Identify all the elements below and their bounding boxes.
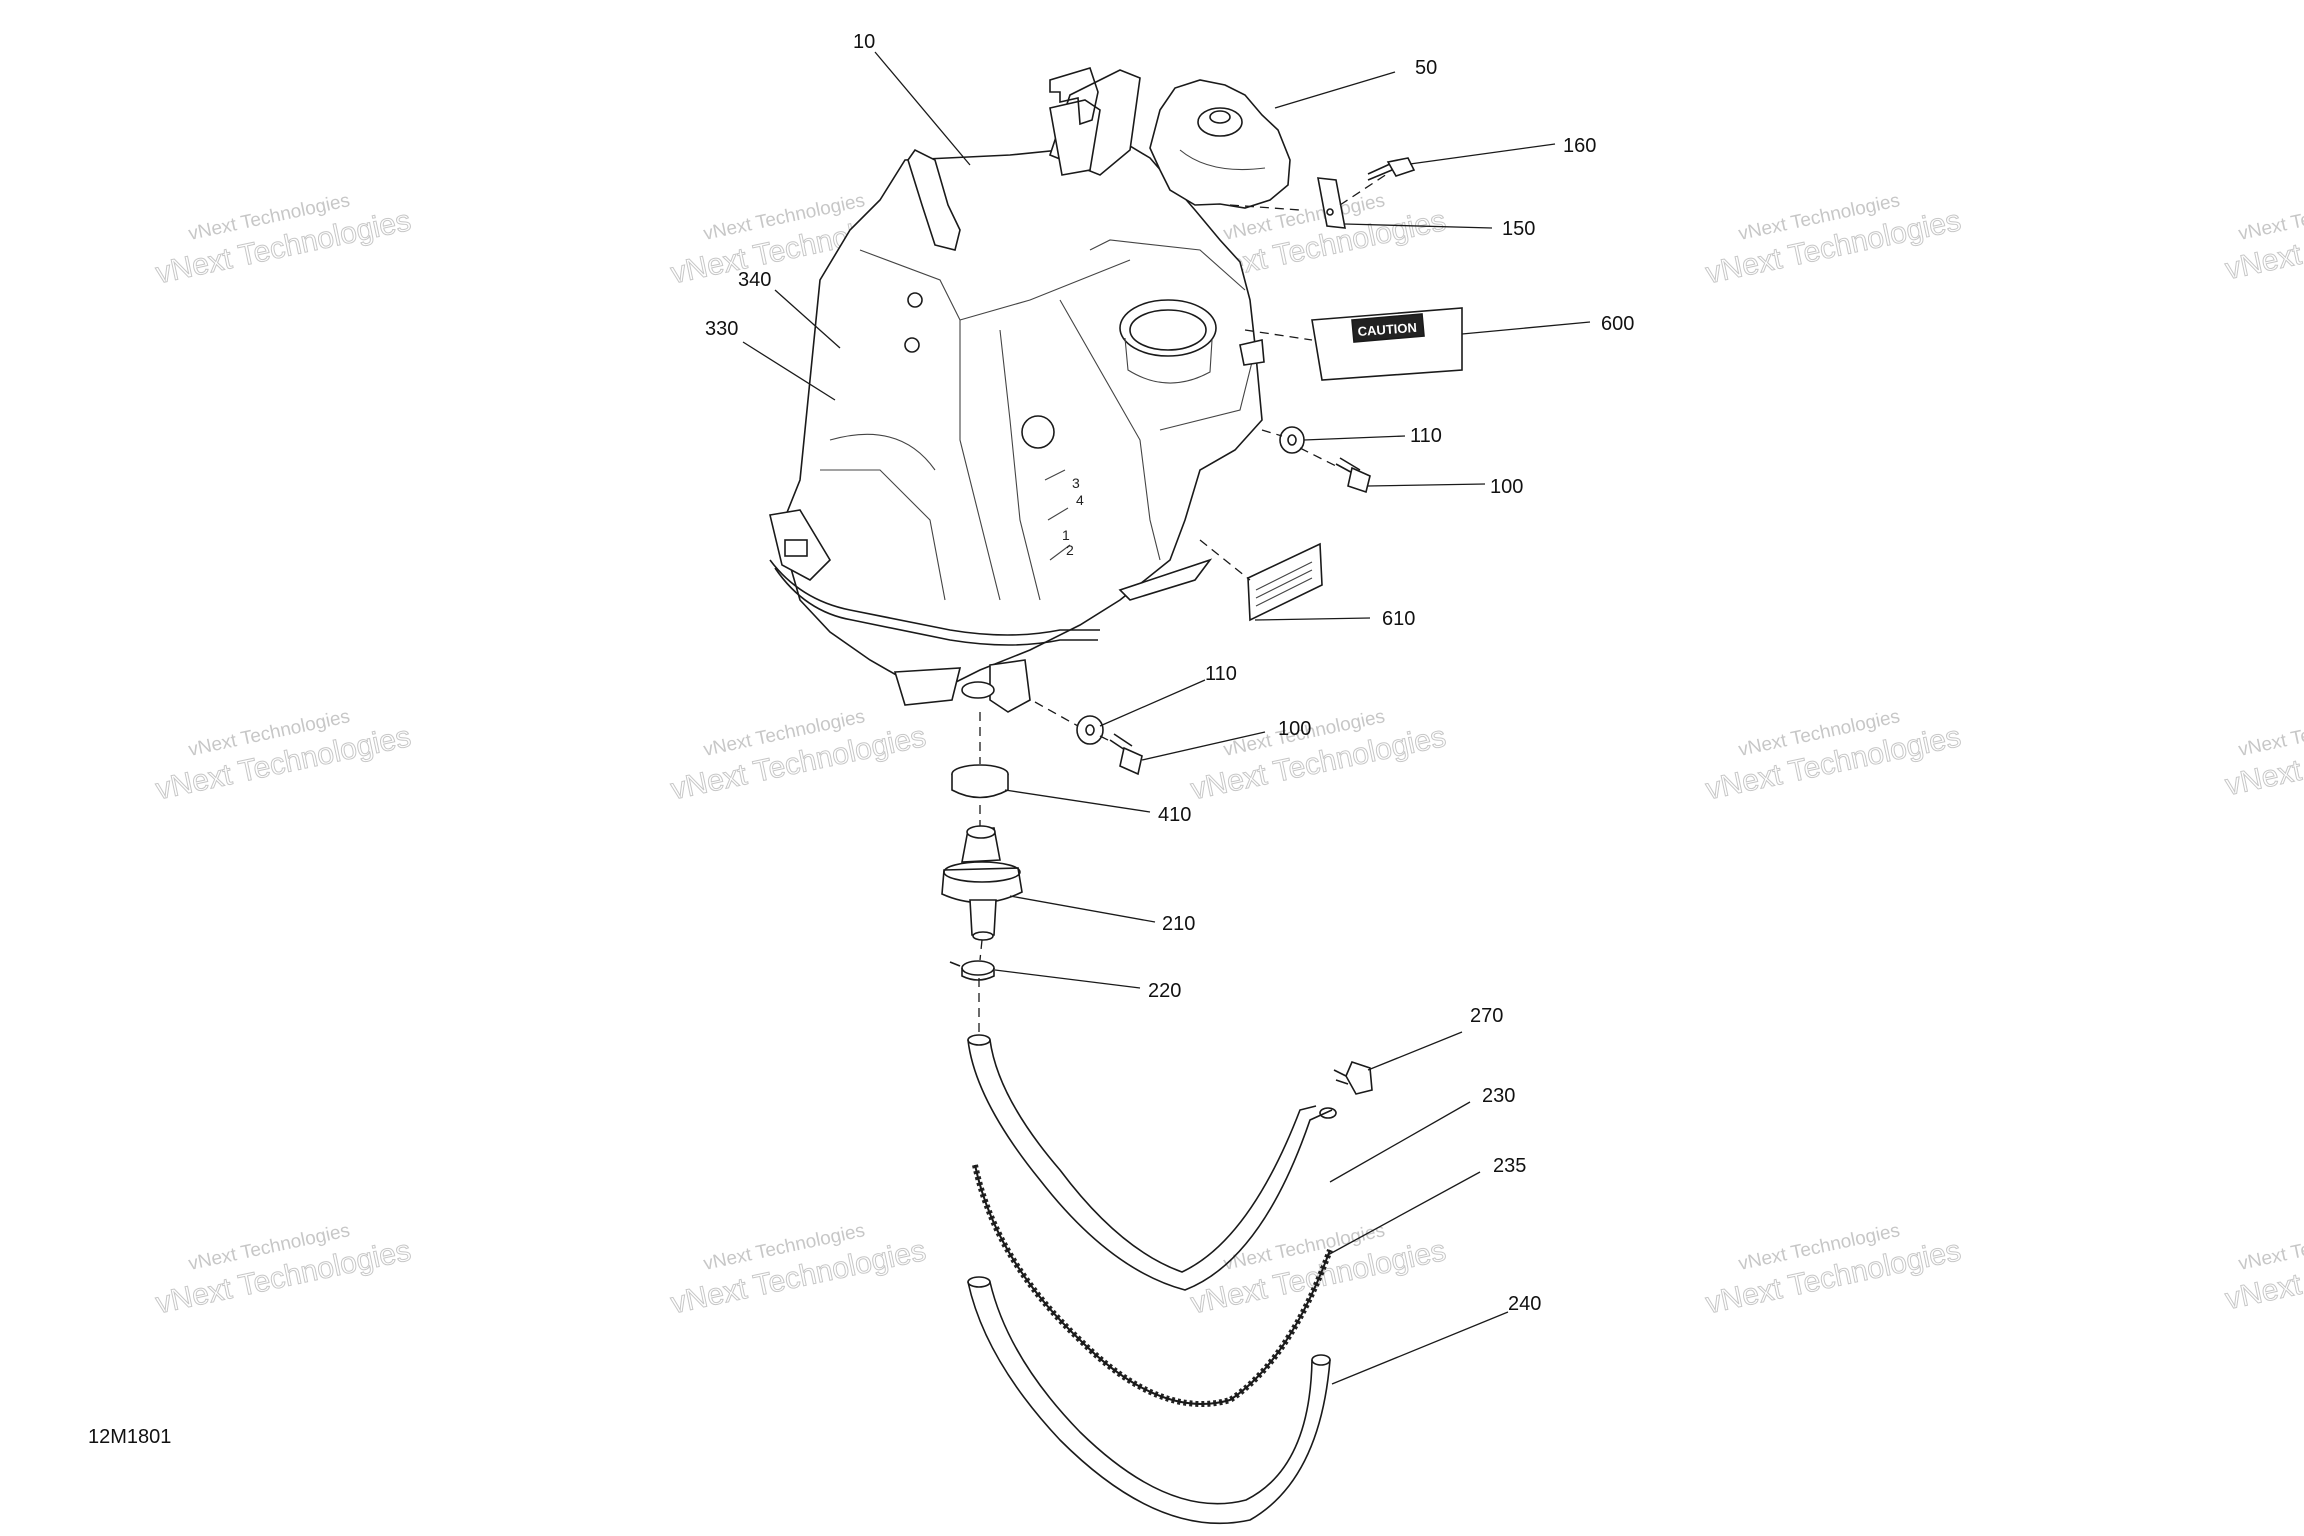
clip-nut-150 bbox=[1317, 177, 1346, 229]
callout-150: 150 bbox=[1502, 218, 1535, 240]
watermark: vNext Technologies vNext Technologies bbox=[1187, 1220, 1449, 1321]
level-mark-text: 3 bbox=[1072, 475, 1080, 491]
callout-110-lower: 110 bbox=[1205, 663, 1237, 685]
callout-235: 235 bbox=[1493, 1155, 1526, 1177]
washer-110-upper bbox=[1279, 426, 1305, 454]
drawing-code: 12M1801 bbox=[88, 1426, 172, 1448]
screw-100-lower bbox=[1109, 733, 1143, 776]
watermark: vNext Technologies vNext Technologies bbox=[1702, 706, 1964, 807]
valve-fitting-210 bbox=[941, 825, 1023, 941]
callout-240: 240 bbox=[1508, 1293, 1541, 1315]
watermark: vNext Technologies vNext Technologies bbox=[2222, 706, 2304, 803]
watermark: vNext Technologies vNext Technologies bbox=[1187, 706, 1449, 807]
watermark: vNext Technologies vNext Technologies bbox=[667, 706, 929, 807]
callout-100-lower: 100 bbox=[1278, 718, 1311, 740]
washer-110-lower bbox=[1076, 715, 1104, 745]
watermark-small-text: vNext Technologies bbox=[2237, 706, 2304, 761]
callout-160: 160 bbox=[1563, 135, 1596, 157]
callout-610: 610 bbox=[1382, 608, 1415, 630]
callout-230: 230 bbox=[1482, 1085, 1515, 1107]
spring-235 bbox=[972, 1164, 1333, 1407]
callout-340: 340 bbox=[738, 269, 771, 291]
callout-270: 270 bbox=[1470, 1005, 1503, 1027]
screw-100-upper bbox=[1335, 457, 1371, 494]
small-clamp-220 bbox=[949, 960, 995, 981]
screw-160 bbox=[1367, 157, 1416, 181]
hose-230 bbox=[967, 1034, 1337, 1291]
caution-label-600: CAUTION bbox=[1311, 307, 1463, 381]
clamp-410 bbox=[951, 764, 1009, 799]
callout-210: 210 bbox=[1162, 913, 1195, 935]
clamp-270 bbox=[1333, 1061, 1373, 1095]
level-mark-text: 1 bbox=[1062, 527, 1070, 543]
callout-50: 50 bbox=[1415, 57, 1437, 79]
callout-330: 330 bbox=[705, 318, 738, 340]
watermark: vNext Technologies vNext Technologies bbox=[2222, 190, 2304, 287]
watermark-small-text: vNext Technologies bbox=[2237, 190, 2304, 245]
caution-label-text: CAUTION bbox=[1357, 320, 1417, 339]
callout-labels: 10 50 160 150 600 340 330 110 100 610 11… bbox=[705, 31, 1634, 1315]
hose-240 bbox=[967, 1276, 1331, 1525]
assembly-axes bbox=[978, 171, 1391, 1035]
watermark: vNext Technologies vNext Technologies bbox=[1702, 1220, 1964, 1321]
callout-100-upper: 100 bbox=[1490, 476, 1523, 498]
leader-lines bbox=[742, 51, 1591, 1385]
watermark: vNext Technologies vNext Technologies bbox=[667, 1220, 929, 1321]
callout-220: 220 bbox=[1148, 980, 1181, 1002]
callout-10: 10 bbox=[853, 31, 875, 53]
watermark: vNext Technologies vNext Technologies bbox=[152, 1220, 414, 1321]
watermark: vNext Technologies vNext Technologies bbox=[152, 190, 414, 291]
watermark-small-text: vNext Technologies bbox=[2237, 1220, 2304, 1275]
reservoir-tank: 3 4 1 2 bbox=[769, 67, 1265, 713]
watermark: vNext Technologies vNext Technologies bbox=[1702, 190, 1964, 291]
level-mark-text: 2 bbox=[1066, 542, 1074, 558]
watermark: vNext Technologies vNext Technologies bbox=[2222, 1220, 2304, 1317]
callout-110-upper: 110 bbox=[1410, 425, 1442, 447]
level-mark-text: 4 bbox=[1076, 492, 1084, 508]
watermark: vNext Technologies vNext Technologies bbox=[152, 706, 414, 807]
filler-cap bbox=[1149, 79, 1291, 209]
warning-label-610 bbox=[1247, 542, 1323, 622]
callout-410: 410 bbox=[1158, 804, 1191, 826]
callout-600: 600 bbox=[1601, 313, 1634, 335]
